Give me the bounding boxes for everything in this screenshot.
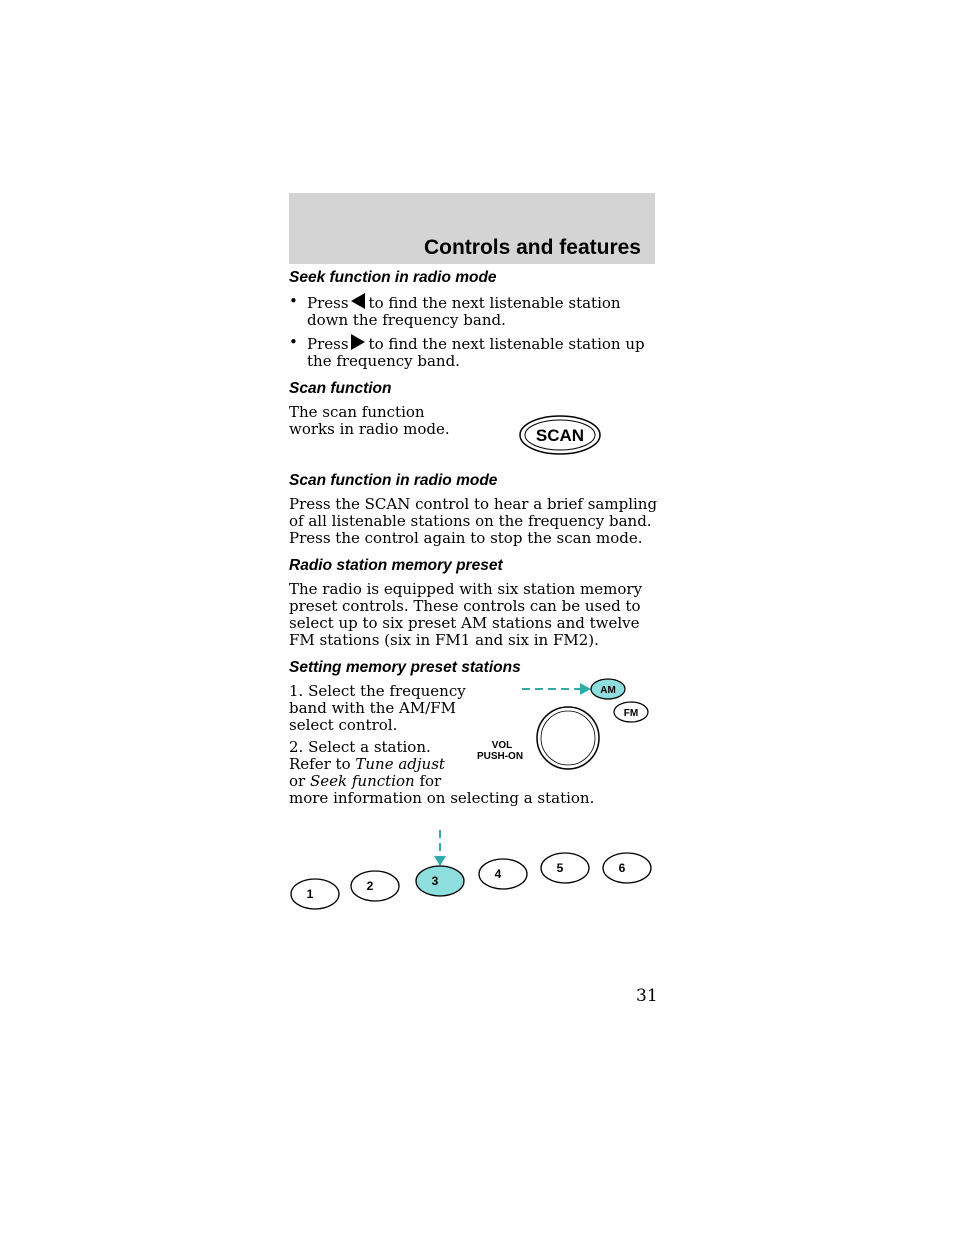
seek-up-arrow-icon [350,334,365,350]
memory-text: The radio is equipped with six station m… [289,580,643,649]
preset-button-6 [602,852,652,884]
seek-down-arrow-icon [350,293,365,309]
scan-radio-text: Press the SCAN control to hear a brief s… [289,495,658,547]
setting-heading: Setting memory preset stations [289,659,521,676]
step1-line2: band with the AM/FM [289,699,457,717]
seek-heading: Seek function in radio mode [289,269,497,286]
preset-button-label-3: 3 [432,874,439,888]
memory-heading: Radio station memory preset [289,557,503,574]
preset-button-label-6: 6 [619,861,626,875]
am-button [590,678,626,700]
scan-text-line2: works in radio mode. [289,420,450,438]
am-button-label: AM [600,685,616,696]
preset-button-label-5: 5 [557,861,564,875]
vol-label: VOL [492,740,513,751]
fm-button-label: FM [624,708,638,719]
bullet-dot: • [289,292,298,310]
volume-knob [536,706,600,770]
scan-heading: Scan function [289,380,392,397]
preset-button-5 [540,852,590,884]
preset-buttons-illustration: 1 2 3 4 5 6 [290,830,652,910]
preset-button-label-2: 2 [367,879,374,893]
radio-face-illustration: AM FM VOL PUSH-ON [477,678,649,770]
fm-button [613,701,649,723]
header-band: Controls and features [289,193,655,264]
step2-line3: or Seek function for [289,772,442,790]
preset-button-2 [350,870,400,902]
preset-pointer-arrow-icon [434,856,446,866]
step2-line4: more information on selecting a station. [289,789,595,807]
bullet-dot: • [289,333,298,351]
page-section-title: Controls and features [423,236,641,259]
preset-button-label-1: 1 [307,887,314,901]
scan-button-label: SCAN [536,426,584,445]
scan-radio-heading: Scan function in radio mode [289,472,498,489]
scan-text-line1: The scan function [289,403,425,421]
step2-line2: Refer to Tune adjust [289,755,445,773]
step2-line1: 2. Select a station. [289,738,431,756]
page-number: 31 [636,986,658,1006]
push-on-label: PUSH-ON [477,751,523,762]
scan-button-illustration: SCAN [519,415,601,455]
step1-line1: 1. Select the frequency [289,682,466,700]
step1-line3: select control. [289,716,398,734]
preset-button-3 [415,865,465,897]
am-pointer-arrow-icon [580,683,591,695]
preset-button-4 [478,858,528,890]
preset-button-label-4: 4 [495,867,502,881]
preset-button-1 [290,878,340,910]
